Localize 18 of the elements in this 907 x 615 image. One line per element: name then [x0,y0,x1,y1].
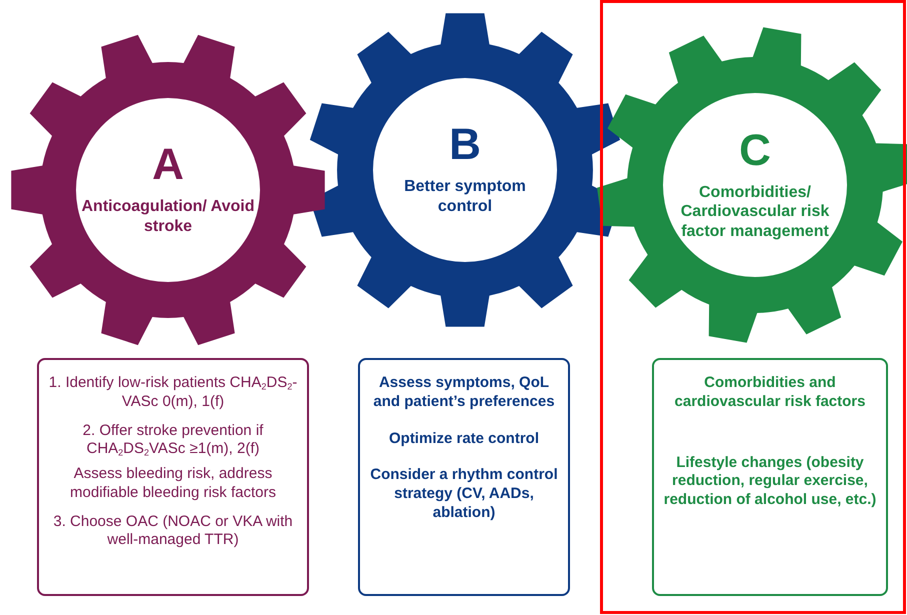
panel-text: Optimize rate control [388,430,540,448]
panel-text: 3. Choose OAC (NOAC or VKA with well-managed TTR) [52,512,294,550]
text-panel [358,358,570,596]
gear-label: Better symptom control [403,177,527,217]
panel-text: Assess bleeding risk, address modifiable bleeding risk factors [69,465,277,502]
gear-letter: C [739,128,771,173]
gear-label: Anticoagulation/ Avoid stroke [80,197,256,237]
gear-letter: A [152,143,184,188]
text-panel [652,358,888,596]
text-panel [37,358,309,596]
panel-text: Comorbidities and cardiovascular risk factors [674,374,866,412]
gear-letter: B [449,123,481,168]
panel-text: Consider a rhythm control strategy (CV, AADs, ablation) [369,466,559,522]
panel-text: 1. Identify low-risk patients CHA$_{2}$DS$_{2}$-VASc 0(m), 1(f) [48,374,298,412]
panel-text: 2. Offer stroke prevention if CHA$_{2}$DS$_{2}$VASc ≥1(m), 2(f) [82,422,264,459]
gear-label: Comorbidities/ Cardiovascular risk factor management [680,182,830,242]
panel-text: Lifestyle changes (obesity reduction, regular exercise, reduction of alcohol use, etc.) [662,454,878,510]
panel-text: Assess symptoms, QoL and patient’s preferences [372,374,556,412]
